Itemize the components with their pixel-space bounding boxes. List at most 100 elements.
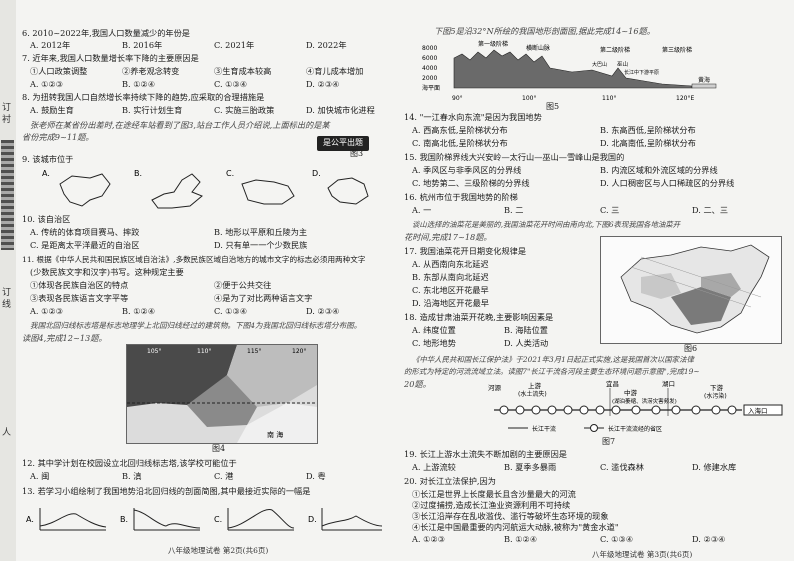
q8-stem: 8. 为扭转我国人口自然增长率持续下降的趋势,应采取的合理措施是: [22, 92, 265, 102]
q19-option-c[interactable]: C. 滥伐森林: [600, 462, 644, 472]
q9-stem: 9. 该城市位于: [22, 154, 74, 164]
q11-option-c[interactable]: C. ①③④: [214, 306, 248, 316]
q13-label-d: D.: [308, 515, 317, 524]
q7-option-a[interactable]: A. ①②③: [30, 79, 64, 89]
q11-item-1: ①体现各民族自治区的特点: [30, 280, 129, 290]
q11-option-b[interactable]: B. ①②④: [122, 306, 156, 316]
profile-c[interactable]: [227, 508, 295, 531]
q18-option-d[interactable]: D. 人类活动: [504, 338, 549, 348]
q6-option-d[interactable]: D. 2022年: [306, 40, 347, 50]
q20-option-b[interactable]: B. ①②④: [504, 534, 538, 544]
q16-option-a[interactable]: A. 一: [412, 205, 432, 215]
fig4-sea-label: 南 海: [267, 430, 283, 439]
q16-option-b[interactable]: B. 二: [504, 205, 524, 215]
overlay-button[interactable]: 是公平出题: [317, 136, 369, 151]
intro-19-20: 《中华人民共和国长江保护法》于2021年3月1日起正式实施,这是我国首次以国家法…: [412, 355, 694, 364]
q17-option-b[interactable]: B. 东部从南向北延迟: [412, 272, 489, 282]
q17-option-d[interactable]: D. 沿海地区开花最早: [412, 298, 489, 308]
river-upper: 上游: [528, 381, 542, 390]
q18-option-b[interactable]: B. 海陆位置: [504, 325, 548, 335]
gutter-shading: [1, 140, 14, 250]
q12-option-a[interactable]: A. 闽: [30, 471, 50, 481]
q6-option-c[interactable]: C. 2021年: [214, 40, 255, 50]
profile-d[interactable]: [321, 508, 383, 531]
q6-option-b[interactable]: B. 2016年: [122, 40, 163, 50]
river-middle: 中游: [624, 388, 638, 397]
q20-item-3: ③长江沿岸存在乱收滥伐、滥行等破坏生态环境的现象: [412, 511, 609, 521]
outline-a[interactable]: [59, 173, 111, 207]
q15-option-a[interactable]: A. 季风区与非季风区的分界线: [412, 165, 522, 175]
q9-label-b: B.: [134, 169, 142, 178]
q17-option-c[interactable]: C. 东北地区开花最早: [412, 285, 489, 295]
q7-option-c[interactable]: C. ①③④: [214, 79, 248, 89]
q12-option-b[interactable]: B. 滇: [122, 471, 142, 481]
q12-option-c[interactable]: C. 港: [214, 471, 234, 481]
q18-option-c[interactable]: C. 地形地势: [412, 338, 456, 348]
intro-9-11: 张老师在某省份出差时,在途经车站看到了图3,站台工作人员介绍说,上面标出的是某: [30, 120, 330, 130]
q16-option-d[interactable]: D. 二、三: [692, 205, 729, 215]
q20-option-d[interactable]: D. ②③④: [692, 534, 726, 544]
q20-item-2: ②过度捕捞,造成长江渔业资源利用不可持续: [412, 500, 571, 510]
q8-option-d[interactable]: D. 加快城市化进程: [306, 105, 375, 115]
fig7-river-diagram: 河源 上游 (水土流失) 宜昌 湖口 中游 (湖泊萎缩、洪涝灾害频发) 下游 (…: [488, 380, 783, 433]
q18-option-a[interactable]: A. 纬度位置: [412, 325, 456, 335]
river-yichang: 宜昌: [606, 380, 619, 388]
q19-option-a[interactable]: A. 上游流较: [412, 462, 456, 472]
q7-item-4: ④育儿成本增加: [306, 66, 364, 76]
q6-option-a[interactable]: A. 2012年: [30, 40, 71, 50]
q13-label-b: B.: [120, 515, 128, 524]
profile-y-8000: 8000: [422, 45, 437, 52]
q14-option-b[interactable]: B. 东高西低,呈阶梯状分布: [600, 125, 696, 135]
q8-option-a[interactable]: A. 鼓励生育: [30, 105, 74, 115]
profile-a[interactable]: [39, 508, 107, 531]
q11-option-d[interactable]: D. ②③④: [306, 306, 340, 316]
q17-option-a[interactable]: A. 从西南向东北延迟: [412, 259, 489, 269]
q14-option-d[interactable]: D. 北高南低,呈阶梯状分布: [600, 138, 696, 148]
q10-stem: 10. 该自治区: [22, 214, 71, 224]
q10-option-b[interactable]: B. 地形以平原和丘陵为主: [214, 227, 308, 237]
q19-option-d[interactable]: D. 修建水库: [692, 462, 737, 472]
fig6-caption: 图6: [684, 344, 698, 353]
q15-option-b[interactable]: B. 内流区域和外流区域的分界线: [600, 165, 718, 175]
fig5-caption: 图5: [546, 102, 560, 111]
q8-option-c[interactable]: C. 实施三胎政策: [214, 105, 275, 115]
outline-c[interactable]: [241, 179, 295, 205]
q8-option-b[interactable]: B. 实行计划生育: [122, 105, 183, 115]
profile-b[interactable]: [133, 508, 201, 531]
q6-stem: 6. 2010~2022年,我国人口数量减少的年份是: [22, 28, 190, 38]
q14-option-c[interactable]: C. 南高北低,呈阶梯状分布: [412, 138, 508, 148]
q16-stem: 16. 杭州市位于我国地势的阶梯: [404, 192, 518, 202]
profile-plain: 长江中下游平原: [624, 69, 659, 76]
outline-b[interactable]: [151, 173, 203, 209]
profile-step-3: 第三级阶梯: [662, 46, 692, 54]
q14-option-a[interactable]: A. 西高东低,呈阶梯状分布: [412, 125, 508, 135]
outline-d[interactable]: [327, 177, 369, 205]
q13-stem: 13. 若学习小组绘制了我国地势沿北回归线的剖面简图,其中最接近实际的一幅是: [22, 486, 311, 496]
fig7-caption: 图7: [602, 437, 616, 446]
q7-option-d[interactable]: D. ②③④: [306, 79, 340, 89]
q11-option-a[interactable]: A. ①②③: [30, 306, 64, 316]
profile-step-1: 第一级阶梯: [478, 40, 508, 48]
q12-option-d[interactable]: D. 粤: [306, 471, 326, 481]
q20-option-c[interactable]: C. ①③④: [600, 534, 634, 544]
intro-19-20-cont: 的形式为特定的河流流域立法。读图7"长江干流各河段主要生态环境问题示意图",完成…: [404, 367, 700, 376]
q20-option-a[interactable]: A. ①②③: [412, 534, 446, 544]
q10-option-d[interactable]: D. 只有单一一个少数民族: [214, 240, 308, 250]
q16-option-c[interactable]: C. 三: [600, 205, 620, 215]
q19-option-b[interactable]: B. 夏季多暴雨: [504, 462, 557, 472]
q17-stem: 17. 我国油菜花开日期变化规律是: [404, 246, 527, 256]
profile-x-110: 110°: [602, 95, 616, 102]
legend-mainstream: 长江干流: [532, 425, 556, 433]
q15-option-c[interactable]: C. 地势第二、三级阶梯的分界线: [412, 178, 530, 188]
q13-label-c: C.: [214, 515, 222, 524]
fig4-map-drawing: 105° 110° 115° 120° 南 海: [127, 345, 317, 443]
intro-17-18-cont: 花时间,完成17~18题。: [404, 232, 492, 242]
q10-option-c[interactable]: C. 是距离太平洋最近的自治区: [30, 240, 140, 250]
fig4-caption: 图4: [212, 444, 226, 453]
q15-option-d[interactable]: D. 人口稠密区与人口稀疏区的分界线: [600, 178, 735, 188]
q10-option-a[interactable]: A. 传统的体育项目赛马、摔跤: [30, 227, 140, 237]
intro-12-13-cont: 读图4,完成12~13题。: [22, 333, 107, 343]
q7-option-b[interactable]: B. ①②④: [122, 79, 156, 89]
profile-y-sea: 海平面: [422, 84, 440, 92]
q20-item-1: ①长江是世界上长度最长且含沙量最大的河流: [412, 489, 576, 499]
